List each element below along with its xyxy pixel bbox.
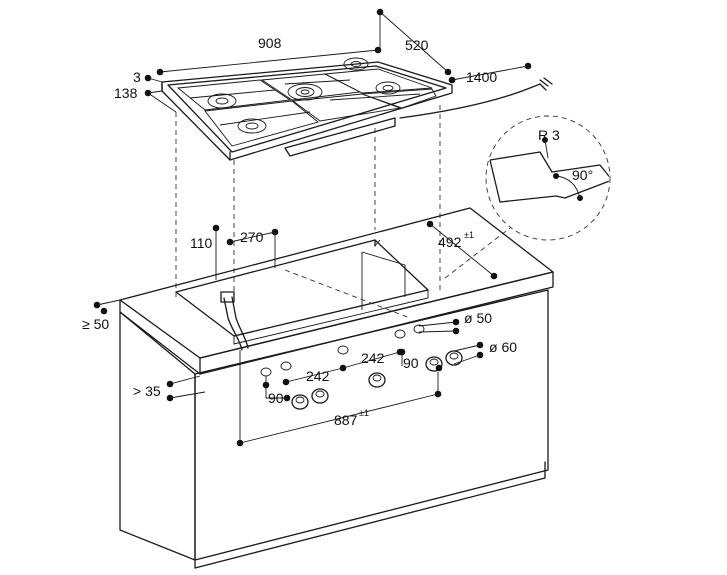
dim-knobs: ø 50 ø 60 242 242 90 90 887 ±1 bbox=[236, 310, 517, 447]
label-3: 3 bbox=[133, 69, 141, 85]
dim-hob-height: 3 138 bbox=[114, 69, 177, 113]
label-138: 138 bbox=[114, 85, 138, 101]
edge-detail: R 3 90° bbox=[485, 115, 611, 241]
label-492-tol: ±1 bbox=[464, 230, 474, 240]
label-242-left: 242 bbox=[306, 368, 330, 384]
power-cable bbox=[399, 83, 541, 119]
label-dia60: ø 60 bbox=[489, 339, 517, 355]
label-min50: ≥ 50 bbox=[82, 316, 109, 332]
label-r3: R 3 bbox=[538, 127, 560, 143]
label-90-right: 90 bbox=[403, 355, 419, 371]
label-90deg: 90° bbox=[572, 167, 593, 183]
label-90-left: 90 bbox=[268, 390, 284, 406]
label-492: 492 bbox=[438, 234, 462, 250]
dim-cutout-offsets: 110 270 bbox=[190, 224, 279, 280]
pan-supports bbox=[176, 68, 437, 147]
gas-hob bbox=[161, 57, 553, 161]
burners bbox=[207, 57, 401, 134]
dim-edge-min: ≥ 50 bbox=[82, 299, 121, 332]
label-887-tol: ±1 bbox=[359, 408, 369, 418]
dim-hob-depth: 520 bbox=[376, 8, 452, 76]
label-887: 887 bbox=[334, 412, 358, 428]
dim-hob-width: 908 bbox=[156, 35, 382, 76]
label-over35: > 35 bbox=[133, 383, 161, 399]
dim-cable: 1400 bbox=[448, 62, 532, 85]
label-dia50: ø 50 bbox=[464, 310, 492, 326]
label-520: 520 bbox=[405, 37, 429, 53]
dim-cut-depth: 492 ±1 bbox=[426, 220, 498, 280]
alignment-lines bbox=[175, 105, 441, 300]
label-1400: 1400 bbox=[466, 69, 497, 85]
control-knobs bbox=[260, 324, 463, 410]
label-242-right: 242 bbox=[361, 350, 385, 366]
label-270: 270 bbox=[240, 229, 264, 245]
label-110: 110 bbox=[190, 235, 213, 251]
label-908: 908 bbox=[258, 35, 282, 51]
dim-front-min: > 35 bbox=[133, 375, 206, 402]
cabinet bbox=[119, 207, 554, 569]
